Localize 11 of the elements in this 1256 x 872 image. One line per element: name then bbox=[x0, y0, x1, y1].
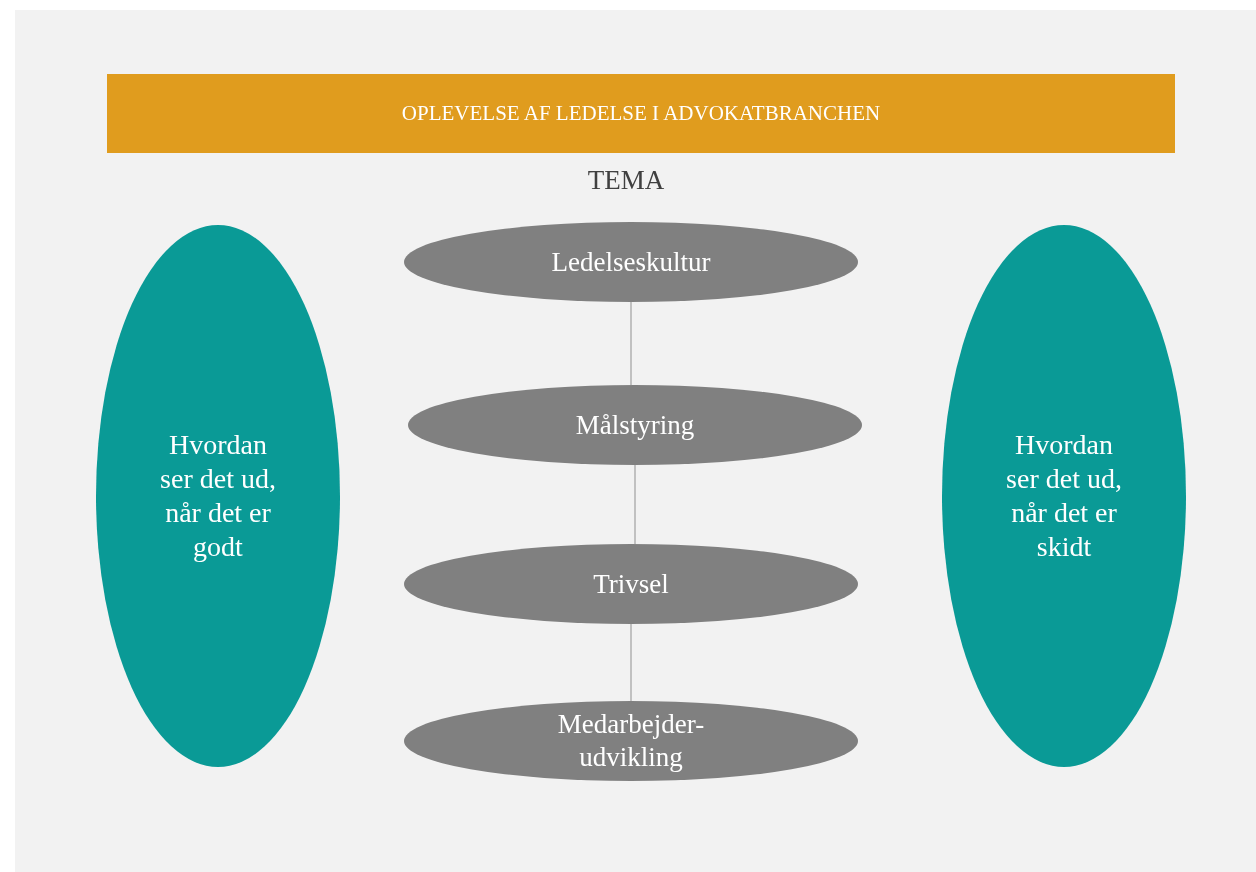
node-label: Ledelseskultur bbox=[551, 245, 711, 279]
section-heading: TEMA bbox=[586, 165, 666, 196]
connector-line bbox=[630, 301, 632, 386]
node-label: Målstyring bbox=[575, 408, 695, 442]
title-banner: OPLEVELSE AF LEDELSE I ADVOKATBRANCHEN bbox=[107, 74, 1175, 153]
node-label: Trivsel bbox=[593, 567, 669, 601]
node-label: Medarbejder- udvikling bbox=[556, 708, 706, 774]
connector-line bbox=[630, 623, 632, 702]
node-label: Hvordan ser det ud, når det er skidt bbox=[1005, 427, 1123, 565]
node-label: Hvordan ser det ud, når det er godt bbox=[159, 427, 277, 565]
connector-line bbox=[634, 464, 636, 545]
